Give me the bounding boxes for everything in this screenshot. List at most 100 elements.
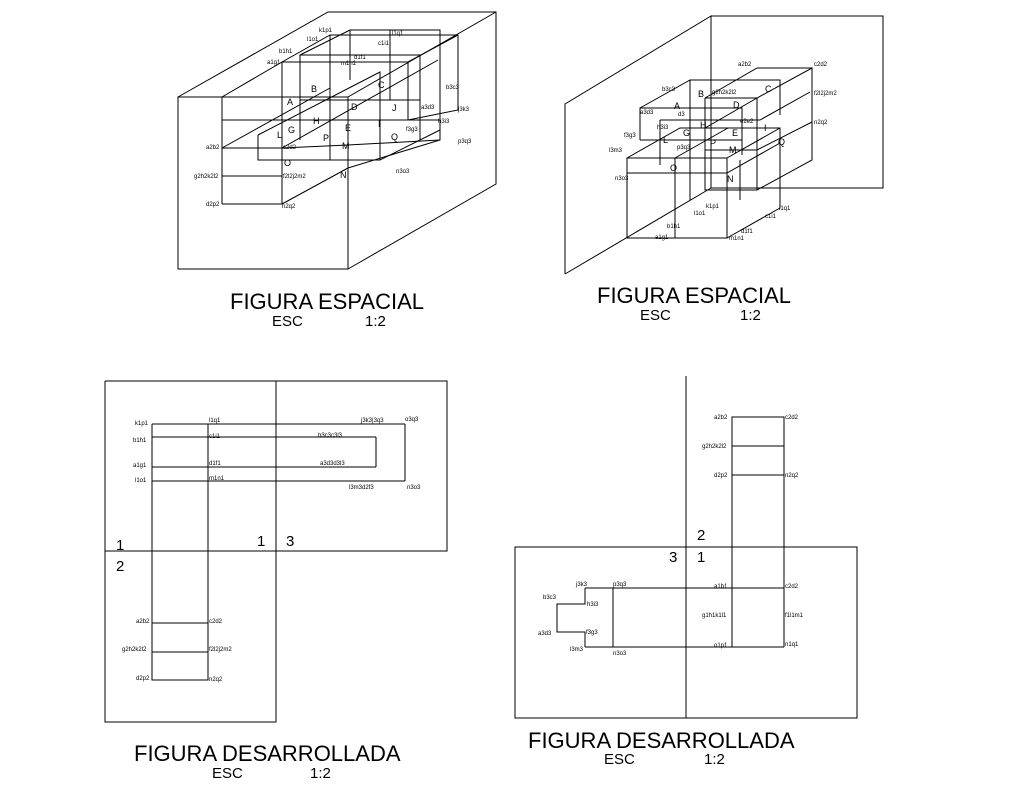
tl-label-a2b2: a2b2 bbox=[206, 145, 220, 151]
tl-point-E: E bbox=[345, 123, 351, 133]
tr-label-c2d2: c2d2 bbox=[814, 62, 828, 68]
tl-label-l1o1: l1o1 bbox=[307, 37, 319, 43]
tl-label-k1p1: k1p1 bbox=[319, 28, 333, 34]
bl-label-a1g1: a1g1 bbox=[133, 463, 147, 469]
br-label-a3d3: a3d3 bbox=[538, 631, 552, 637]
tr-label-f2l2j2m2: f2l2j2m2 bbox=[814, 91, 837, 97]
bl-label-b1h1: b1h1 bbox=[133, 438, 147, 444]
tr-point-A: A bbox=[674, 101, 680, 111]
br-label-p3q3: p3q3 bbox=[613, 582, 627, 588]
tr-title: FIGURA ESPACIAL bbox=[597, 283, 791, 308]
bl-label-b3c3: b3c3c3l3 bbox=[318, 433, 343, 439]
tl-label-n3o3: n3o3 bbox=[396, 169, 410, 175]
br-number-3: 3 bbox=[669, 549, 677, 566]
tr-label-d3: d3 bbox=[678, 112, 685, 118]
bl-label-a2b2: a2b2 bbox=[136, 619, 150, 625]
tl-esc-label: ESC bbox=[272, 313, 303, 330]
br-esc-label: ESC bbox=[604, 751, 635, 768]
tl-point-H: H bbox=[313, 116, 320, 126]
br-developed-figure: a2b2 c2d2 g2h2k2l2 d2p2 n2q2 j3k3 p3q3 a… bbox=[514, 376, 858, 768]
bl-label-a3d3: a3d3d3l3 bbox=[320, 461, 345, 467]
br-label-h3i3: h3i3 bbox=[587, 602, 599, 608]
tl-scale: 1:2 bbox=[365, 313, 386, 330]
br-label-a1b1: a1b1 bbox=[714, 584, 728, 590]
tl-label-c1i1: c1i1 bbox=[378, 41, 390, 47]
br-label-g2h2k2l2: g2h2k2l2 bbox=[702, 444, 727, 450]
br-scale: 1:2 bbox=[704, 751, 725, 768]
tl-label-a3d3: a3d3 bbox=[421, 105, 435, 111]
bl-label-c1i1: c1i1 bbox=[209, 434, 221, 440]
bl-label-m1n1: m1n1 bbox=[209, 476, 225, 482]
tr-point-G: G bbox=[683, 128, 690, 138]
bl-esc-label: ESC bbox=[212, 765, 243, 782]
tr-label-b1h1: b1h1 bbox=[667, 224, 681, 230]
br-label-d2p2: d2p2 bbox=[714, 473, 728, 479]
bl-scale: 1:2 bbox=[310, 765, 331, 782]
tl-label-a1g1: a1g1 bbox=[267, 60, 281, 66]
bl-number-2: 2 bbox=[116, 558, 124, 575]
tr-label-a1g1: a1g1 bbox=[655, 235, 669, 241]
bl-number-3: 3 bbox=[286, 533, 294, 550]
tr-point-B: B bbox=[698, 89, 704, 99]
tr-label-m1n1: m1n1 bbox=[729, 236, 745, 242]
tr-label-c1i1: c1i1 bbox=[765, 214, 777, 220]
br-label-b3c3: b3c3 bbox=[543, 595, 557, 601]
tl-label-n2q2: n2q2 bbox=[282, 204, 296, 210]
tl-point-J: J bbox=[392, 103, 397, 113]
br-label-c2d2: c2d2 bbox=[785, 415, 799, 421]
tr-point-N: N bbox=[727, 174, 734, 184]
tr-label-n3o3: n3o3 bbox=[615, 176, 629, 182]
tl-label-f3g3: f3g3 bbox=[406, 127, 418, 133]
tl-label-d2p2: d2p2 bbox=[206, 202, 220, 208]
br-label-l3m3: l3m3 bbox=[570, 647, 584, 653]
tr-label-l3m3: l3m3 bbox=[609, 148, 623, 154]
tl-spatial-figure: A B C D G H J I E L P Q M O N k1p1 l1q1 … bbox=[177, 11, 497, 330]
tl-label-d1f1: d1f1 bbox=[354, 55, 366, 61]
bl-label-l1o1: l1o1 bbox=[135, 478, 147, 484]
tl-title: FIGURA ESPACIAL bbox=[230, 289, 424, 314]
br-number-1: 1 bbox=[697, 549, 705, 566]
bl-number-1b: 1 bbox=[116, 537, 124, 554]
tl-point-P: P bbox=[323, 133, 329, 143]
br-label-n2q2: n2q2 bbox=[785, 473, 799, 479]
bl-label-k1p1: k1p1 bbox=[135, 421, 149, 427]
tl-point-Q: Q bbox=[391, 132, 398, 142]
br-label-g1h1k1l1: g1h1k1l1 bbox=[702, 613, 727, 619]
tl-point-M: M bbox=[342, 141, 350, 151]
tl-label-m1n1: m1n1 bbox=[341, 61, 357, 67]
br-label-a2b2: a2b2 bbox=[714, 415, 728, 421]
bl-label-g2h2k2l2: g2h2k2l2 bbox=[122, 647, 147, 653]
bl-title: FIGURA DESARROLLADA bbox=[134, 741, 401, 766]
bl-label-l1q1: l1q1 bbox=[209, 418, 221, 424]
tr-label-a3d3: a3d3 bbox=[640, 110, 654, 116]
bl-label-d2p2: d2p2 bbox=[136, 676, 150, 682]
br-label-o1p1: o1p1 bbox=[714, 643, 728, 649]
tr-point-Q: Q bbox=[778, 137, 785, 147]
bl-label-c2d2: c2d2 bbox=[209, 619, 223, 625]
tr-point-D: D bbox=[733, 100, 740, 110]
tl-label-h3i3: h3i3 bbox=[438, 119, 450, 125]
tr-label-l1o1: l1o1 bbox=[694, 211, 706, 217]
tr-esc-label: ESC bbox=[640, 307, 671, 324]
tr-label-l1q1: l1q1 bbox=[779, 206, 791, 212]
br-label-c2d2-b: c2d2 bbox=[785, 584, 799, 590]
tr-label-a2b2: a2b2 bbox=[738, 62, 752, 68]
tr-point-H: H bbox=[700, 120, 707, 130]
tr-point-L: L bbox=[663, 135, 668, 145]
bl-label-j3k3: j3k3|3q3 bbox=[360, 418, 384, 424]
tl-point-O: O bbox=[284, 158, 291, 168]
tr-label-n2q2: n2q2 bbox=[814, 120, 828, 126]
tr-point-I: I bbox=[764, 123, 767, 133]
tl-label-j3k3: j3k3 bbox=[457, 107, 470, 113]
tl-label-c2d2: c2d2 bbox=[283, 145, 297, 151]
br-title: FIGURA DESARROLLADA bbox=[528, 728, 795, 753]
br-number-2: 2 bbox=[697, 527, 705, 544]
tl-label-g2h2k2l2: g2h2k2l2 bbox=[194, 174, 219, 180]
tr-label-d1f1: d1f1 bbox=[741, 229, 753, 235]
tl-label-b3c3: b3c3 bbox=[446, 85, 460, 91]
tl-label-b1h1: b1h1 bbox=[279, 49, 293, 55]
bl-number-1: 1 bbox=[257, 533, 265, 550]
tl-point-A: A bbox=[287, 97, 293, 107]
bl-label-d1f1: d1f1 bbox=[209, 461, 221, 467]
